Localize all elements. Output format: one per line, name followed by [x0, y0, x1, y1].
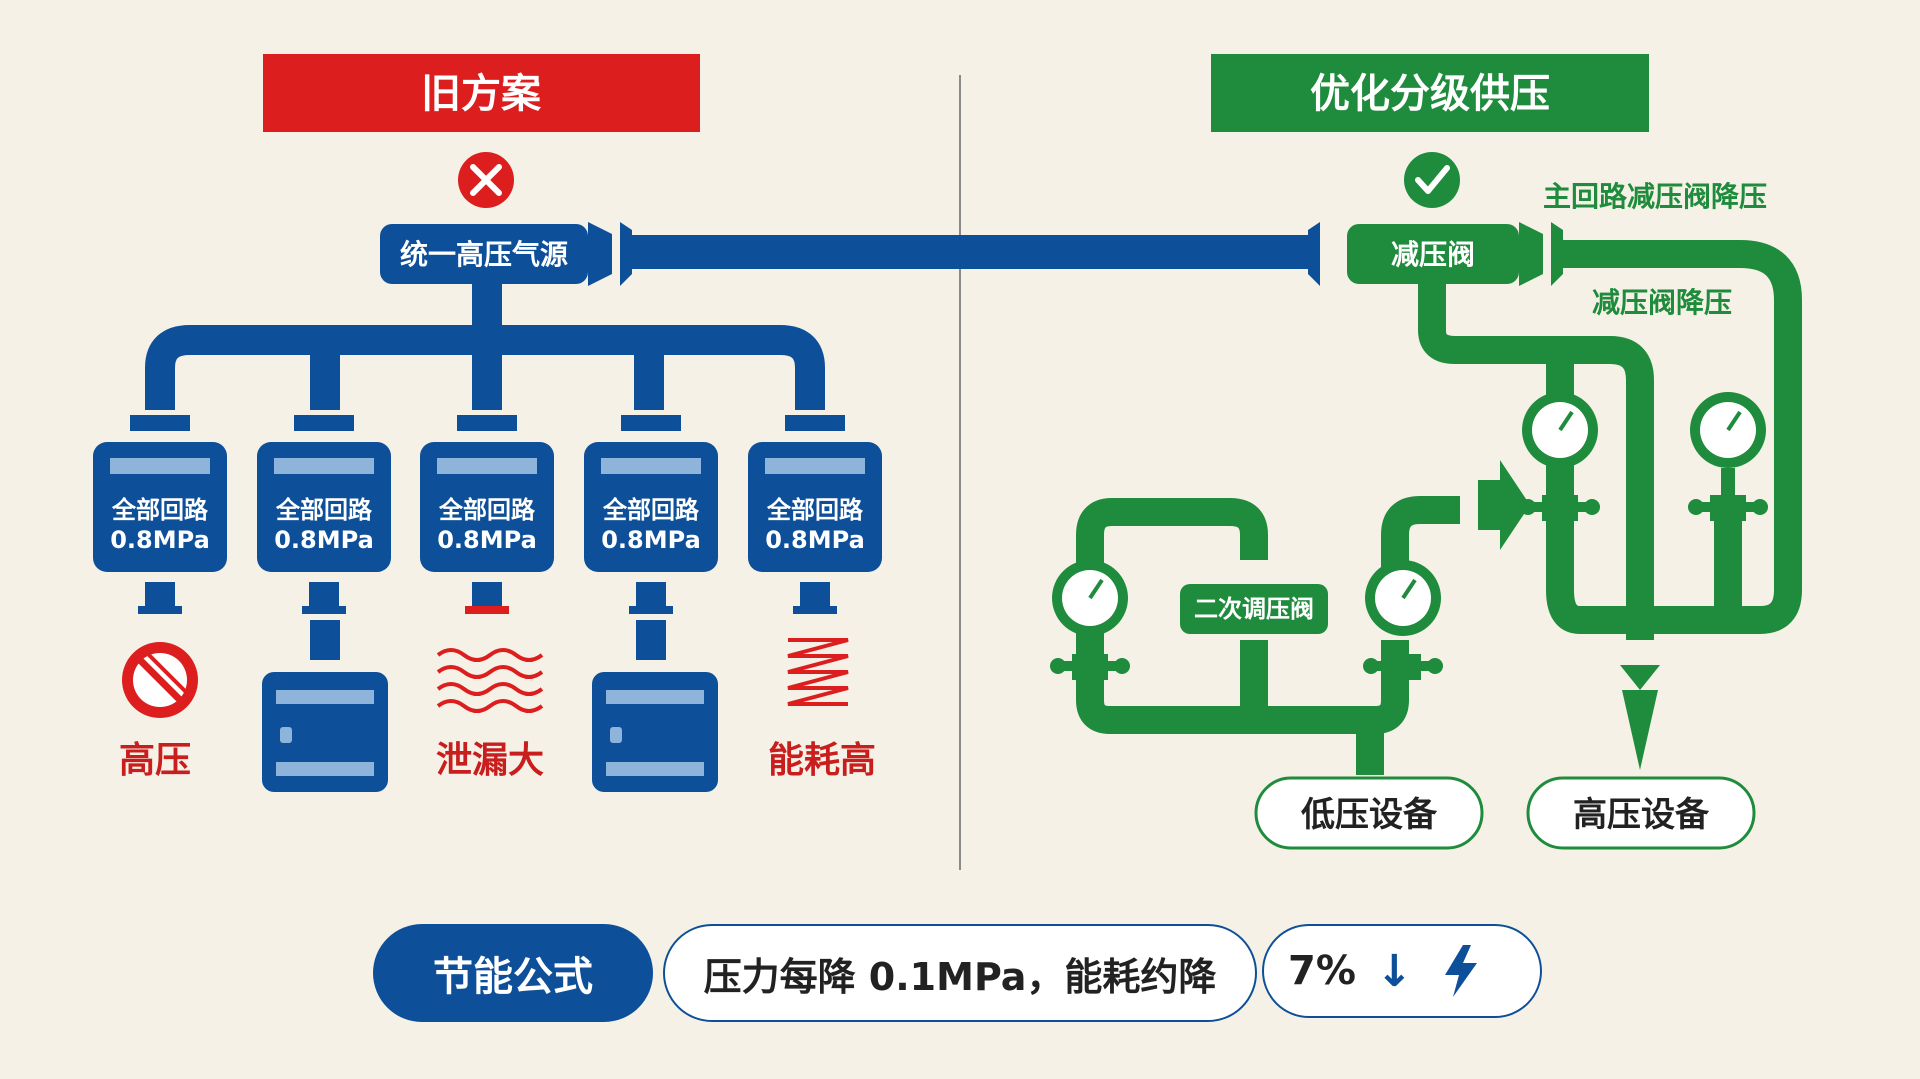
secondary-loop-pipe: [1381, 496, 1460, 600]
svg-text:0.8MPa: 0.8MPa: [110, 526, 210, 554]
valve-label: 减压阀: [1391, 238, 1475, 271]
svg-text:全部回路: 全部回路: [438, 496, 536, 524]
branch-unit: 全部回路 0.8MPa: [93, 415, 227, 614]
leak-wave-icon: [436, 648, 544, 713]
formula-result: 7% ↓: [1262, 924, 1542, 1018]
pressure-gauge-icon: [1363, 560, 1443, 680]
branch-unit: 全部回路 0.8MPa: [748, 415, 882, 614]
manifold-drops: [310, 340, 664, 410]
lightning-icon: [1444, 945, 1477, 997]
new-plan-title-banner: [1211, 54, 1649, 132]
old-plan-title-banner: [263, 54, 700, 132]
high-device-label: 高压设备: [1573, 795, 1710, 835]
old-source-box: [380, 224, 588, 284]
secondary-regulator-label: 二次调压阀: [1194, 595, 1314, 623]
no-entry-icon: [122, 642, 198, 718]
svg-text:0.8MPa: 0.8MPa: [601, 526, 701, 554]
green-branch-pipe: [1418, 284, 1654, 640]
equipment-tank-icon: [592, 620, 718, 792]
equipment-tank-icon: [262, 620, 388, 792]
branch-unit: 全部回路 0.8MPa: [257, 415, 391, 614]
svg-text:0.8MPa: 0.8MPa: [765, 526, 865, 554]
pressure-reducing-valve: [1347, 224, 1519, 284]
connecting-pipe: [620, 222, 1320, 286]
svg-text:0.8MPa: 0.8MPa: [437, 526, 537, 554]
issue-leakage: 泄漏大: [436, 740, 544, 781]
pressure-gauge-icon: [1688, 392, 1768, 606]
old-source-label: 统一高压气源: [400, 238, 568, 271]
formula-result-value: 7%: [1288, 948, 1356, 994]
down-arrow-icon: ↓: [1375, 945, 1413, 997]
low-device-label: 低压设备: [1301, 795, 1438, 835]
branch-unit: 全部回路 0.8MPa: [420, 415, 554, 614]
new-plan-title: 优化分级供压: [1310, 71, 1550, 117]
svg-text:全部回路: 全部回路: [111, 496, 209, 524]
svg-text:0.8MPa: 0.8MPa: [274, 526, 374, 554]
heat-coil-icon: [787, 638, 849, 706]
svg-text:全部回路: 全部回路: [275, 496, 373, 524]
green-main-loop: [1546, 240, 1802, 634]
formula-label: 节能公式: [373, 924, 653, 1022]
secondary-regulator: [1180, 584, 1328, 634]
reduction-note: 减压阀降压: [1592, 286, 1732, 319]
svg-text:全部回路: 全部回路: [766, 496, 864, 524]
pressure-gauge-icon: [1050, 560, 1130, 680]
branch-unit: 全部回路 0.8MPa: [584, 415, 718, 614]
new-plan-panel: 优化分级供压 主回路减压阀降压 减压阀 减压阀降压: [1050, 54, 1802, 850]
down-arrow-icon: [1620, 665, 1660, 690]
pressure-gauge-icon: [1520, 392, 1600, 521]
formula-text: 压力每降 0.1MPa，能耗约降: [663, 924, 1257, 1022]
cross-icon: [458, 152, 514, 208]
low-pressure-device: [1254, 776, 1484, 850]
flow-arrow-icon: [1478, 460, 1530, 550]
source-left-cap: [588, 222, 612, 286]
main-reduction-note: 主回路减压阀降压: [1543, 180, 1767, 213]
old-plan-panel: 旧方案 统一高压气源 全部回路: [93, 54, 1320, 792]
svg-text:全部回路: 全部回路: [602, 496, 700, 524]
check-icon: [1404, 152, 1460, 208]
old-plan-title: 旧方案: [421, 71, 542, 117]
issue-energy: 能耗高: [768, 740, 876, 781]
high-pressure-device: [1526, 776, 1756, 850]
issue-high-pressure: 高压: [119, 740, 191, 781]
